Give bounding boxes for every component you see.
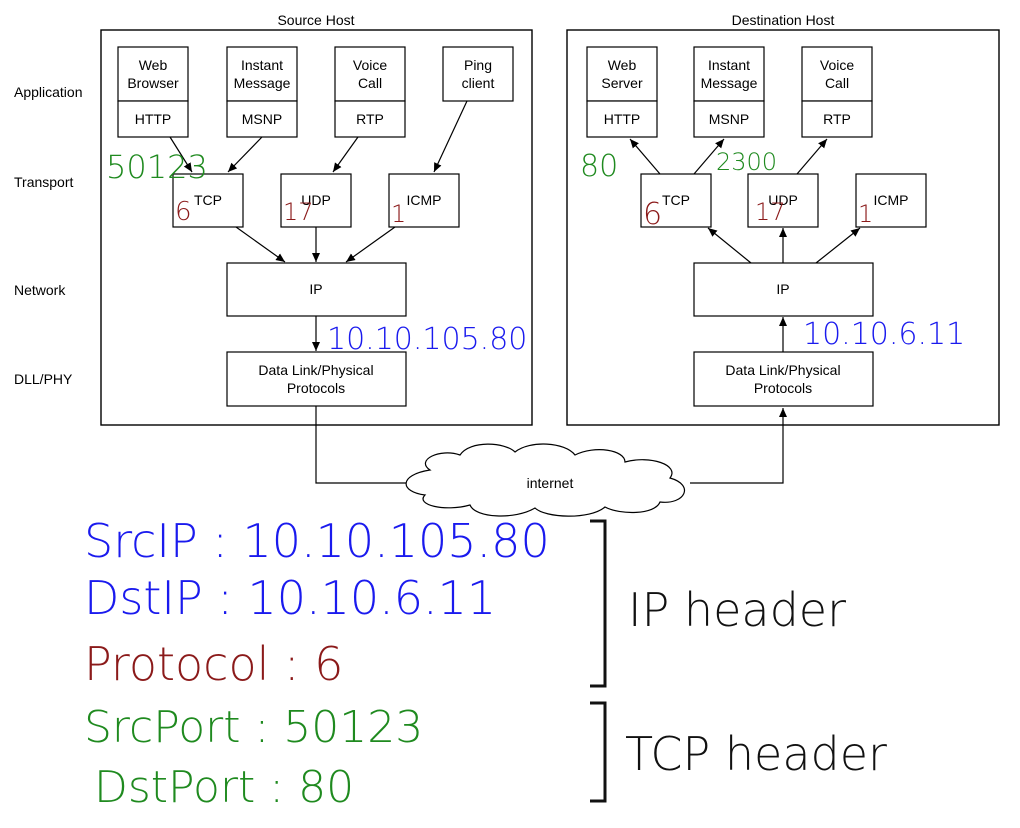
svg-text:client: client	[462, 75, 495, 91]
src-app-instant-message: Instant Message MSNP	[226, 46, 298, 138]
layer-network-label: Network	[14, 282, 66, 298]
svg-text:Protocols: Protocols	[287, 380, 345, 396]
svg-text:HTTP: HTTP	[604, 111, 641, 127]
annot-dst-proto-tcp: 6	[643, 197, 662, 232]
arrow-ip-tcp-dst	[707, 227, 752, 264]
annot-src-proto-udp: 17	[283, 198, 314, 226]
layer-application-label: Application	[14, 84, 83, 100]
arrow-msnp-tcp	[227, 136, 263, 173]
annot-dst-port: 80	[580, 149, 618, 184]
svg-text:IP: IP	[776, 281, 789, 297]
ip-header-bracket	[590, 519, 607, 688]
svg-text:Call: Call	[358, 75, 382, 91]
dst-transport-udp: UDP	[747, 173, 819, 228]
note-src-ip: SrcIP : 10.10.105.80	[84, 514, 550, 568]
svg-text:RTP: RTP	[823, 111, 851, 127]
src-app-web-browser: Web Browser HTTP	[117, 46, 189, 138]
link-internet-dst	[690, 408, 787, 484]
svg-text:Voice: Voice	[353, 57, 387, 73]
annot-src-ip: 10.10.105.80	[327, 322, 527, 357]
svg-text:Voice: Voice	[820, 57, 854, 73]
link-src-internet	[315, 406, 408, 484]
dst-app-voice-call: Voice Call RTP	[801, 46, 873, 138]
arrow-tcp-http-dst	[629, 138, 661, 175]
layer-transport-label: Transport	[14, 174, 74, 190]
svg-text:Data Link/Physical: Data Link/Physical	[725, 362, 840, 378]
dst-ip-box: IP	[693, 262, 874, 317]
svg-text:Server: Server	[601, 75, 643, 91]
svg-text:Browser: Browser	[127, 75, 179, 91]
arrow-http-tcp	[169, 136, 193, 173]
arrow-icmp-ip	[345, 226, 396, 263]
annot-src-proto-icmp: 1	[391, 200, 406, 228]
ip-header-label: IP header	[628, 583, 846, 637]
dst-transport-tcp: TCP	[640, 173, 712, 228]
destination-host-title: Destination Host	[732, 12, 835, 28]
svg-text:TCP: TCP	[662, 192, 690, 208]
source-host-title: Source Host	[277, 12, 354, 28]
svg-text:Ping: Ping	[464, 57, 492, 73]
internet-label: internet	[527, 475, 574, 491]
layer-dll-label: DLL/PHY	[14, 371, 73, 387]
svg-text:ICMP: ICMP	[874, 192, 909, 208]
svg-text:ICMP: ICMP	[407, 192, 442, 208]
annot-dst-port-2300: 2300	[716, 148, 777, 176]
src-transport-icmp: ICMP	[388, 173, 460, 228]
tcp-header-label: TCP header	[625, 727, 887, 781]
dst-dll-box: Data Link/Physical Protocols	[693, 351, 874, 407]
svg-text:Call: Call	[825, 75, 849, 91]
svg-text:Message: Message	[234, 75, 291, 91]
annot-dst-proto-icmp: 1	[858, 200, 873, 228]
annot-dst-proto-udp: 17	[755, 198, 786, 226]
svg-text:Instant: Instant	[708, 57, 750, 73]
src-app-voice-call: Voice Call RTP	[334, 46, 406, 138]
annot-src-proto-tcp: 6	[175, 197, 192, 227]
src-transport-tcp: TCP	[172, 173, 244, 228]
src-app-ping-client: Ping client	[442, 46, 514, 102]
svg-text:UDP: UDP	[301, 192, 331, 208]
internet-cloud	[405, 443, 685, 517]
svg-text:Protocols: Protocols	[754, 380, 812, 396]
arrow-tcp-msnp-dst	[693, 138, 725, 175]
svg-text:Web: Web	[608, 57, 637, 73]
arrow-ip-icmp-dst	[815, 227, 861, 264]
svg-text:Data Link/Physical: Data Link/Physical	[258, 362, 373, 378]
svg-text:Web: Web	[139, 57, 168, 73]
src-ip-box: IP	[226, 262, 407, 317]
annot-dst-ip: 10.10.6.11	[803, 317, 965, 352]
dst-transport-icmp: ICMP	[855, 173, 927, 228]
src-dll-box: Data Link/Physical Protocols	[226, 351, 407, 407]
note-src-port: SrcPort : 50123	[84, 702, 423, 753]
dst-app-instant-message: Instant Message MSNP	[693, 46, 765, 138]
arrow-udp-rtp-dst	[796, 138, 828, 175]
arrow-rtp-udp	[332, 136, 359, 173]
svg-text:Message: Message	[701, 75, 758, 91]
arrow-tcp-ip	[235, 226, 286, 263]
svg-text:HTTP: HTTP	[135, 111, 172, 127]
arrow-ping-icmp	[433, 100, 468, 173]
note-protocol: Protocol : 6	[84, 637, 343, 691]
svg-text:Instant: Instant	[241, 57, 283, 73]
svg-text:MSNP: MSNP	[709, 111, 749, 127]
svg-text:MSNP: MSNP	[242, 111, 282, 127]
svg-text:IP: IP	[309, 281, 322, 297]
svg-text:TCP: TCP	[194, 192, 222, 208]
note-dst-port: DstPort : 80	[94, 762, 354, 813]
note-dst-ip: DstIP : 10.10.6.11	[84, 571, 496, 625]
svg-text:RTP: RTP	[356, 111, 384, 127]
svg-text:UDP: UDP	[768, 192, 798, 208]
dst-app-web-server: Web Server HTTP	[586, 46, 658, 138]
tcp-header-bracket	[590, 701, 607, 803]
annot-src-port: 50123	[106, 148, 208, 186]
